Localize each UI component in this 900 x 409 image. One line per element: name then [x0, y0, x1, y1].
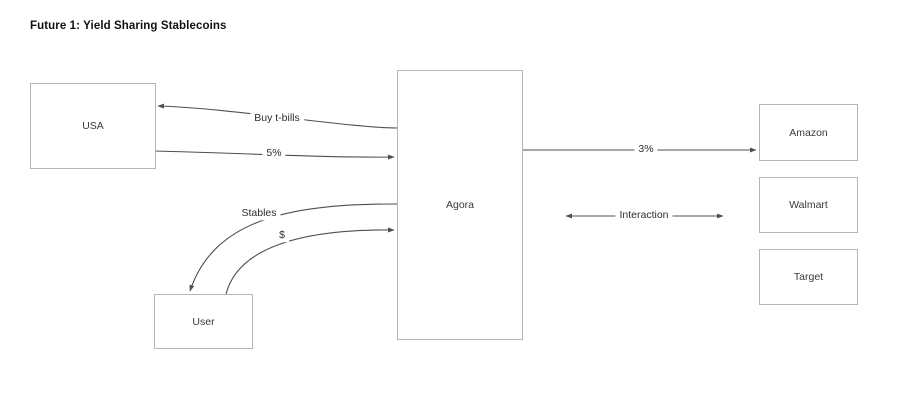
edge-dollar: [225, 227, 395, 295]
node-target[interactable]: Target: [759, 249, 858, 305]
edge-stables: [189, 203, 398, 292]
node-walmart[interactable]: Walmart: [759, 177, 858, 233]
node-user-label: User: [192, 315, 215, 328]
node-agora-label: Agora: [445, 199, 475, 211]
page-title: Future 1: Yield Sharing Stablecoins: [30, 20, 227, 32]
node-target-label: Target: [793, 271, 824, 283]
edge-label-buy-tbills: Buy t-bills: [250, 113, 304, 125]
edge-label-interaction: Interaction: [615, 210, 673, 222]
node-user[interactable]: User: [154, 294, 253, 349]
node-agora[interactable]: Agora: [397, 70, 523, 340]
node-usa-label: USA: [82, 120, 104, 132]
edge-label-five-percent: 5%: [262, 148, 286, 160]
node-walmart-label: Walmart: [789, 199, 828, 211]
node-amazon-label: Amazon: [789, 126, 828, 139]
edge-label-three-percent: 3%: [634, 144, 658, 156]
edge-label-stables: Stables: [237, 208, 281, 220]
node-amazon[interactable]: Amazon: [759, 104, 858, 161]
node-usa[interactable]: USA: [30, 83, 156, 169]
edge-label-dollar: $: [275, 230, 289, 242]
